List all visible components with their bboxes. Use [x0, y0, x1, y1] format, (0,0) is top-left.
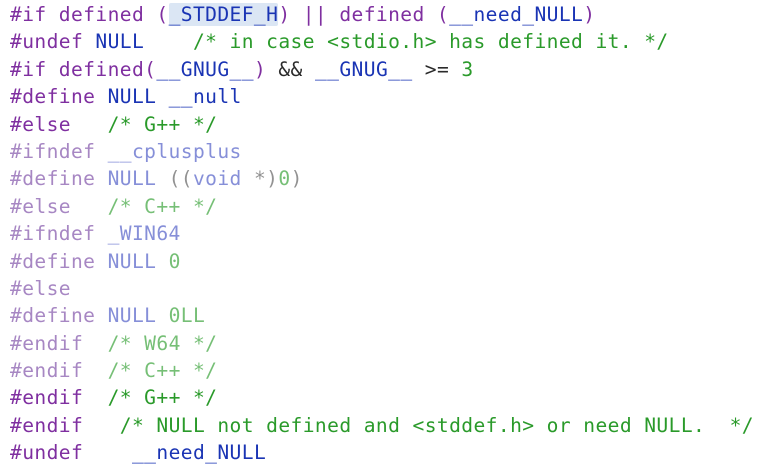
preprocessor-directive: #define [10, 249, 96, 273]
macro-identifier: NULL [95, 249, 157, 273]
whitespace [83, 414, 120, 437]
whitespace [83, 386, 107, 409]
preprocessor-directive: #define [10, 167, 96, 191]
code-line[interactable]: #endif /* G++ */ [10, 384, 760, 411]
whitespace [83, 359, 107, 382]
whitespace [83, 332, 107, 355]
code-comment: /* C++ */ [107, 194, 218, 218]
code-line[interactable]: #if defined(__GNUG__) && __GNUG__ >= 3 [10, 56, 760, 83]
code-comment: /* W64 */ [107, 331, 218, 355]
preprocessor-directive: #endif [10, 413, 84, 437]
whitespace [71, 195, 108, 218]
whitespace [449, 58, 461, 81]
code-comment: /* NULL not defined and <stddef.h> or ne… [119, 413, 754, 437]
whitespace [83, 441, 132, 464]
macro-identifier: _WIN64 [107, 222, 181, 246]
whitespace [156, 304, 168, 327]
code-line[interactable]: #undef __need_NULL [10, 439, 760, 466]
whitespace [303, 58, 315, 81]
preprocessor-directive: defined( [46, 57, 157, 81]
macro-identifier: NULL [95, 167, 157, 191]
code-line-inactive[interactable]: #define NULL 0LL [10, 302, 760, 329]
code-line[interactable]: #undef NULL /* in case <stdio.h> has def… [10, 28, 760, 55]
code-comment: /* C++ */ [107, 359, 218, 383]
preprocessor-directive: #ifndef [10, 139, 96, 163]
preprocessor-directive: #else [10, 194, 71, 218]
preprocessor-directive: #define [10, 85, 96, 109]
code-line[interactable]: #endif /* NULL not defined and <stddef.h… [10, 412, 760, 439]
highlighted-identifier: _STDDEF_H [168, 3, 279, 26]
code-keyword: void [192, 167, 242, 191]
preprocessor-directive: #else [10, 276, 71, 300]
preprocessor-directive: ) [583, 3, 596, 26]
numeric-literal: 3 [461, 57, 474, 81]
macro-identifier: __need_NULL [131, 441, 267, 465]
whitespace [156, 167, 168, 190]
code-operator: && [278, 57, 303, 81]
code-line-inactive[interactable]: #ifndef __cplusplus [10, 138, 760, 165]
preprocessor-directive: ) [253, 57, 279, 81]
preprocessor-directive: #if [10, 3, 47, 26]
code-line-inactive[interactable]: #ifndef _WIN64 [10, 220, 760, 247]
whitespace [413, 58, 425, 81]
code-line-inactive[interactable]: #endif /* C++ */ [10, 357, 760, 384]
macro-identifier: NULL [95, 304, 157, 328]
code-line-inactive[interactable]: #else /* C++ */ [10, 193, 760, 220]
whitespace [95, 140, 107, 163]
whitespace [156, 250, 168, 273]
macro-identifier: __GNUG__ [314, 57, 413, 81]
macro-identifier: NULL [83, 30, 145, 54]
code-line-inactive[interactable]: #define NULL 0 [10, 248, 760, 275]
code-line[interactable]: #else /* G++ */ [10, 111, 760, 138]
code-punctuation: (( [168, 167, 193, 191]
code-line-inactive[interactable]: #else [10, 275, 760, 302]
macro-identifier: __cplusplus [107, 139, 242, 163]
code-keyword: __null [168, 85, 242, 109]
numeric-literal: 0LL [168, 304, 206, 328]
preprocessor-directive: #if [10, 57, 47, 81]
preprocessor-directive: #else [10, 112, 71, 136]
whitespace [144, 30, 193, 53]
code-comment: /* G++ */ [107, 386, 218, 410]
whitespace [156, 85, 168, 108]
preprocessor-directive: #endif [10, 359, 84, 383]
preprocessor-directive: #undef [10, 30, 84, 54]
whitespace [95, 222, 107, 245]
preprocessor-directive: #undef [10, 441, 84, 465]
code-line[interactable]: #if defined (_STDDEF_H) || defined (__ne… [10, 1, 760, 28]
preprocessor-directive: defined ( [46, 3, 169, 26]
code-comment: /* in case <stdio.h> has defined it. */ [192, 30, 669, 54]
whitespace [71, 113, 108, 136]
code-comment: /* G++ */ [107, 112, 218, 136]
code-punctuation: *) [241, 167, 279, 191]
preprocessor-directive: #ifndef [10, 222, 96, 246]
code-operator: >= [424, 57, 450, 81]
numeric-literal: 0 [278, 167, 291, 191]
code-punctuation: ) [290, 167, 303, 191]
code-line-inactive[interactable]: #endif /* W64 */ [10, 330, 760, 357]
code-line-inactive[interactable]: #define NULL ((void *)0) [10, 165, 760, 192]
code-line[interactable]: #define NULL __null [10, 83, 760, 110]
macro-identifier: __need_NULL [449, 3, 584, 26]
macro-identifier: NULL [95, 85, 157, 109]
preprocessor-directive: #endif [10, 386, 84, 410]
preprocessor-directive: #endif [10, 331, 84, 355]
numeric-literal: 0 [168, 249, 181, 273]
macro-identifier: __GNUG__ [156, 57, 254, 81]
preprocessor-directive: #define [10, 304, 96, 328]
preprocessor-directive: ) || defined ( [278, 3, 450, 26]
